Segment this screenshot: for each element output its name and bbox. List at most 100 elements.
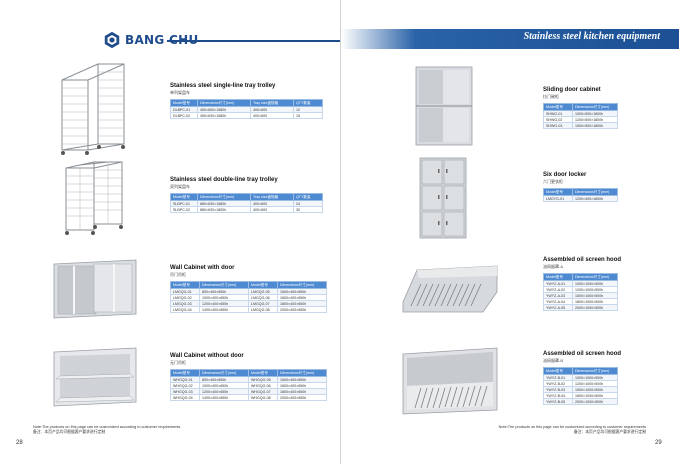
cell: WHGQG-04 bbox=[170, 394, 200, 402]
col-header: Tray size盘规格 bbox=[250, 98, 294, 108]
spec-table: Model型号 Dimensions尺寸(mm) Tray size盘规格 QT… bbox=[170, 192, 323, 214]
product-subtitle: 油网烟罩-A bbox=[543, 264, 563, 269]
table-row: DLBPC-02 450×630×1580h 400×600 15 bbox=[170, 112, 323, 120]
sliding-door-cabinet-image bbox=[415, 66, 473, 146]
col-header: Dimensions尺寸(mm) bbox=[572, 366, 618, 376]
cell: SLBPC-02 bbox=[170, 206, 198, 214]
product-single-trolley: Stainless steel single-line tray trolley… bbox=[170, 83, 323, 120]
col-header: Model型号 bbox=[248, 368, 278, 378]
product-title: Stainless steel double-line tray trolley bbox=[170, 177, 278, 183]
col-header: QTY数量 bbox=[293, 98, 323, 108]
product-subtitle: 油网烟罩-B bbox=[543, 358, 563, 363]
col-header: Dimensions尺寸(mm) bbox=[572, 102, 618, 112]
oil-screen-hood-a-image bbox=[402, 265, 498, 313]
hexagon-logo-icon bbox=[104, 31, 120, 49]
cell: LMGQG-08 bbox=[248, 306, 278, 314]
product-title: Assembled oil screen hood bbox=[543, 257, 622, 263]
six-door-locker-image bbox=[419, 157, 467, 239]
banner-title: Stainless steel kitchen equipment bbox=[523, 31, 660, 42]
single-tray-trolley-image bbox=[61, 63, 125, 155]
oil-screen-hood-b-image bbox=[402, 347, 498, 415]
page-note: Note:The products on this page can be cu… bbox=[496, 425, 646, 435]
product-title: Assembled oil screen hood bbox=[543, 351, 622, 357]
cell: WHGQG-08 bbox=[248, 394, 278, 402]
product-title: Six door locker bbox=[543, 172, 587, 178]
brand-name: BANG CHU bbox=[125, 33, 199, 47]
cell: 1200×400×1800h bbox=[572, 195, 618, 203]
cell: YWYZ-A-05 bbox=[543, 304, 573, 312]
table-row: SLBPC-02 880×630×1800h 400×600 30 bbox=[170, 206, 323, 214]
page-number: 29 bbox=[655, 440, 662, 446]
col-header: Model型号 bbox=[170, 98, 198, 108]
col-header: Model型号 bbox=[248, 280, 278, 290]
cell: 15 bbox=[293, 112, 323, 120]
product-double-trolley: Stainless steel double-line tray trolley… bbox=[170, 177, 323, 214]
col-header: Dimensions尺寸(mm) bbox=[277, 368, 327, 378]
cell: 880×630×1800h bbox=[197, 206, 251, 214]
col-header: Dimensions尺寸(mm) bbox=[277, 280, 327, 290]
cell: 1400×400×650h bbox=[199, 306, 249, 314]
col-header: Tray size盘规格 bbox=[250, 192, 294, 202]
cell: LMGQG-04 bbox=[170, 306, 200, 314]
table-row: WHGQG-02 1000×400×650h WHGQG-06 1600×400… bbox=[170, 382, 327, 390]
cell: 30 bbox=[293, 206, 323, 214]
spec-table: Model型号 Dimensions尺寸(mm) Model型号 Dimensi… bbox=[170, 368, 327, 402]
product-wall-cabinet-door: Wall Cabinet with door 吊门吊柜 Model型号 Dime… bbox=[170, 265, 327, 314]
product-title: Wall Cabinet with door bbox=[170, 265, 235, 271]
col-header: QTY数量 bbox=[293, 192, 323, 202]
col-header: Model型号 bbox=[543, 102, 573, 112]
product-title: Sliding door cabinet bbox=[543, 87, 601, 93]
col-header: Model型号 bbox=[543, 366, 573, 376]
cell: 2000×1000×500h bbox=[572, 304, 618, 312]
product-title: Stainless steel single-line tray trolley bbox=[170, 83, 276, 89]
cell: 2000×400×650h bbox=[277, 306, 327, 314]
product-subtitle: 双列架盘车 bbox=[170, 184, 190, 189]
col-header: Model型号 bbox=[543, 187, 573, 197]
left-page: BANG CHU Stainless steel single-line tra… bbox=[16, 28, 340, 446]
col-header: Model型号 bbox=[543, 272, 573, 282]
col-header: Dimensions尺寸(mm) bbox=[572, 272, 618, 282]
product-subtitle: 无门吊柜 bbox=[170, 360, 186, 365]
page-number: 28 bbox=[16, 440, 23, 446]
product-subtitle: 吊门吊柜 bbox=[170, 272, 186, 277]
col-header: Dimensions尺寸(mm) bbox=[197, 98, 251, 108]
right-page: Stainless steel kitchen equipment Slidin… bbox=[340, 0, 680, 464]
cell: 1400×400×650h bbox=[199, 394, 249, 402]
col-header: Model型号 bbox=[170, 368, 200, 378]
section-banner bbox=[341, 29, 679, 49]
double-tray-trolley-image bbox=[65, 161, 123, 235]
page-note: Note:The products on this page can be cu… bbox=[33, 425, 180, 435]
product-title: Wall Cabinet without door bbox=[170, 353, 244, 359]
product-subtitle: 六门更衣柜 bbox=[543, 179, 563, 184]
note-chinese: 备注：本页产品均可根据客户要求进行定制 bbox=[33, 430, 106, 434]
product-oil-hood-a: Assembled oil screen hood 油网烟罩-A Model型号… bbox=[543, 257, 622, 312]
table-row: SLBPC-01 880×630×1580h 400×600 24 bbox=[170, 200, 323, 208]
cell: 400×600 bbox=[250, 112, 294, 120]
col-header: Dimensions尺寸(mm) bbox=[197, 192, 251, 202]
product-subtitle: 拉门碗柜 bbox=[543, 94, 559, 99]
col-header: Model型号 bbox=[170, 280, 200, 290]
wall-cabinet-with-door-image bbox=[53, 259, 137, 319]
cell: 450×630×1580h bbox=[197, 112, 251, 120]
cell: YWYZ-B-05 bbox=[543, 398, 573, 406]
cell: DLBPC-02 bbox=[170, 112, 198, 120]
brand-logo: BANG CHU bbox=[103, 28, 199, 52]
cell: 1500×500×1800h bbox=[572, 122, 618, 130]
cell: 2000×400×650h bbox=[277, 394, 327, 402]
col-header: Dimensions尺寸(mm) bbox=[199, 368, 249, 378]
product-six-door-locker: Six door locker 六门更衣柜 Model型号 Dimensions… bbox=[543, 172, 618, 203]
table-row: WHGQG-01 800×400×650h WHGQG-05 1500×400×… bbox=[170, 376, 327, 384]
spec-table: Model型号 Dimensions尺寸(mm) Tray size盘规格 QT… bbox=[170, 98, 323, 120]
col-header: Dimensions尺寸(mm) bbox=[199, 280, 249, 290]
note-english: Note:The products on this page can be cu… bbox=[498, 425, 646, 429]
col-header: Dimensions尺寸(mm) bbox=[572, 187, 618, 197]
